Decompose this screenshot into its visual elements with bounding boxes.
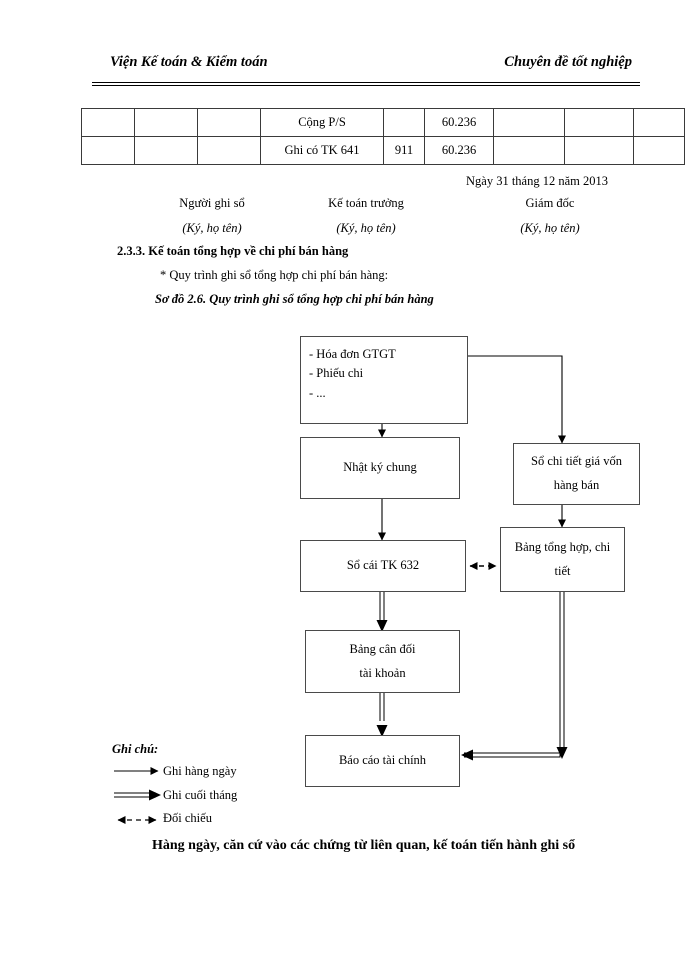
- body-paragraph: Hàng ngày, căn cứ vào các chứng từ liên …: [152, 838, 576, 853]
- page-header: Viện Kế toán & Kiểm toán Chuyên đề tốt n…: [110, 54, 632, 78]
- node-line: Nhật ký chung: [343, 460, 417, 475]
- legend-item-reconcile: Đối chiếu: [163, 811, 212, 825]
- flowchart-node-detail-book: Sổ chi tiết giá vốn hàng bán: [513, 443, 640, 505]
- signature-subtext: (Ký, họ tên): [336, 221, 396, 235]
- node-line: tài khoản: [359, 665, 406, 680]
- connector-summary-to-report-b: [464, 592, 565, 754]
- connector-documents-to-detail-book: [468, 355, 566, 444]
- table-cell: Ghi có TK 641: [260, 136, 384, 165]
- table-cell: [633, 136, 685, 165]
- signature-role: Kế toán trưởng: [328, 196, 404, 210]
- node-line: Báo cáo tài chính: [338, 753, 427, 768]
- table-cell: [564, 136, 634, 165]
- table-cell: [633, 108, 685, 137]
- accounting-table: Cộng P/S 60.236 Ghi có TK 641 911 60.236: [81, 108, 685, 165]
- table-row: Cộng P/S 60.236: [81, 108, 685, 137]
- table-cell: [383, 108, 425, 137]
- signature-subtext: (Ký, họ tên): [182, 221, 242, 235]
- flowchart-node-summary: Bảng tổng hợp, chi tiết: [500, 527, 625, 592]
- signature-role: Giám đốc: [525, 196, 575, 210]
- table-cell: 60.236: [424, 108, 494, 137]
- signature-role: Người ghi sổ: [179, 196, 245, 210]
- section-subtitle: * Quy trình ghi sổ tổng hợp chi phí bán …: [160, 268, 389, 282]
- node-line: - Phiếu chi: [309, 366, 364, 381]
- signature-block-director: Giám đốc (Ký, họ tên): [490, 196, 610, 236]
- table-row: Ghi có TK 641 911 60.236: [81, 136, 685, 165]
- node-line: - Hóa đơn GTGT: [309, 347, 396, 361]
- legend-item-daily: Ghi hàng ngày: [163, 764, 237, 778]
- table-cell: 60.236: [424, 136, 494, 165]
- node-line: Bảng tổng hợp, chi: [514, 539, 611, 554]
- node-line: hàng bán: [553, 478, 600, 492]
- header-rule-bottom: [92, 85, 640, 86]
- table-cell: [493, 136, 565, 165]
- signature-subtext: (Ký, họ tên): [520, 221, 580, 235]
- flowchart-node-journal: Nhật ký chung: [300, 437, 460, 499]
- flowchart-node-documents: - Hóa đơn GTGT - Phiếu chi - ...: [300, 336, 468, 424]
- node-line: Sổ chi tiết giá vốn: [531, 454, 622, 469]
- header-left-text: Viện Kế toán & Kiểm toán: [110, 54, 268, 70]
- node-line: Bảng cân đối: [349, 641, 416, 656]
- section-heading: 2.3.3. Kế toán tổng hợp về chi phí bán h…: [117, 244, 349, 258]
- legend-title: Ghi chú:: [112, 742, 159, 756]
- node-line: tiết: [554, 563, 571, 578]
- table-cell: [197, 136, 261, 165]
- flowchart-node-report: Báo cáo tài chính: [305, 735, 460, 787]
- table-cell: [493, 108, 565, 137]
- flowchart-node-ledger: Sổ cái TK 632: [300, 540, 466, 592]
- connector-summary-to-report-a: [464, 592, 561, 758]
- signature-block-chief-accountant: Kế toán trưởng (Ký, họ tên): [306, 196, 426, 236]
- legend-item-monthly: Ghi cuối tháng: [163, 788, 238, 802]
- table-cell: [134, 136, 198, 165]
- header-right-text: Chuyên đề tốt nghiệp: [504, 54, 632, 70]
- signature-block-recorder: Người ghi sổ (Ký, họ tên): [152, 196, 272, 236]
- table-cell: [134, 108, 198, 137]
- table-cell: 911: [383, 136, 425, 165]
- table-cell: [564, 108, 634, 137]
- header-rule-top: [92, 82, 640, 83]
- date-line: Ngày 31 tháng 12 năm 2013: [466, 174, 608, 188]
- figure-caption: Sơ đồ 2.6. Quy trình ghi sổ tổng hợp chi…: [155, 292, 434, 306]
- node-line: - ...: [309, 385, 326, 400]
- node-line: Sổ cái TK 632: [346, 558, 420, 573]
- flowchart-node-trial-balance: Bảng cân đối tài khoản: [305, 630, 460, 693]
